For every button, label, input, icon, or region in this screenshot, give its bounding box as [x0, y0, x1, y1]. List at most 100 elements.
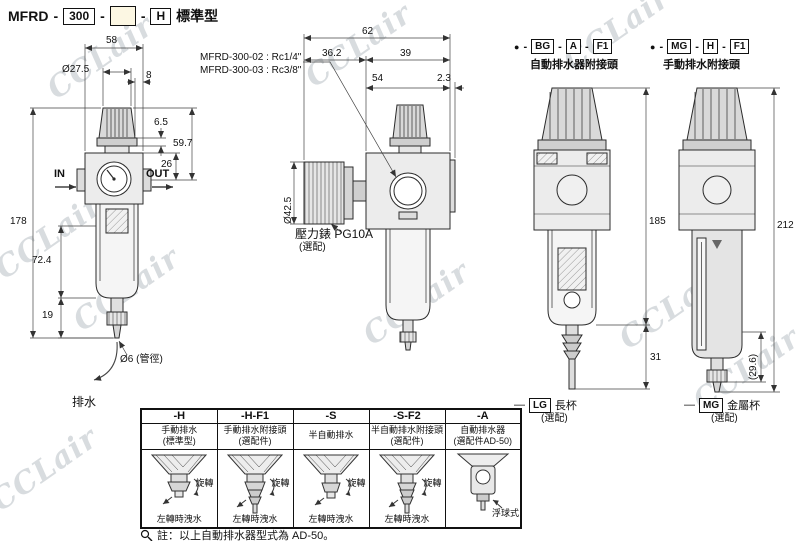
code-box: F1 — [729, 39, 750, 54]
code-box: A — [565, 39, 582, 54]
dim-label: 31 — [650, 352, 662, 363]
table-desc-row: 手動排水 (標準型) 手動排水附接頭 (選配件) 半自動排水 半自動排水附接頭 … — [140, 422, 522, 450]
dim-label: 178 — [10, 216, 27, 227]
separator: - — [100, 8, 105, 24]
semi-auto-drain-fitting-drawing — [378, 454, 435, 513]
variant-mg-option: — MG 金屬杯 — [684, 397, 760, 413]
dim-label: 62 — [362, 26, 374, 37]
separator: - — [523, 40, 528, 53]
option-desc-cell: 自動排水器 (選配件AD-50) — [444, 422, 522, 450]
side-view-dimensions — [290, 34, 464, 234]
drain-drawing-cell: 浮球式 — [444, 448, 522, 528]
option-desc: 半自動排水附接頭 — [370, 424, 443, 435]
dim-label: Ø6 (管徑) — [120, 354, 163, 365]
variant-mg-dimensions — [719, 87, 780, 393]
dim-label: 185 — [649, 216, 666, 227]
port-thread-note: MFRD-300-02 : Rc1/4" — [200, 52, 302, 63]
dim-label: 6.5 — [154, 117, 168, 128]
dim-label: 39 — [400, 48, 412, 59]
dim-label: 72.4 — [32, 255, 52, 266]
code-box: F1 — [592, 39, 613, 54]
option-label: 金屬杯 — [727, 400, 761, 412]
bullet-icon: ● — [650, 41, 656, 52]
side-view-unit — [303, 104, 456, 351]
option-desc: 手動排水附接頭 — [223, 424, 287, 435]
column-header: -H — [140, 408, 218, 424]
in-port-label: IN — [54, 168, 65, 180]
rotate-label: 旋轉 — [195, 477, 214, 488]
separator: - — [659, 40, 664, 53]
gauge-note-option: (選配) — [299, 242, 326, 253]
model-name: MFRD — [8, 8, 49, 24]
front-view-dimensions — [30, 44, 197, 381]
separator: - — [53, 8, 59, 24]
variant-bg-code: ● - BG - A - F1 — [514, 39, 613, 54]
drain-caption: 左轉時洩水 — [156, 513, 202, 524]
drain-drawing-cell: 旋轉 左轉時洩水 — [292, 448, 370, 528]
front-view-unit — [76, 107, 152, 339]
variant-mg-unit — [678, 87, 756, 393]
dim-label: Ø42.5 — [283, 196, 294, 224]
variant-bg-subtitle: 自動排水器附接頭 — [530, 59, 618, 71]
type-code-box: H — [150, 7, 172, 25]
rotate-label: 旋轉 — [347, 477, 366, 488]
option-label: 長杯 — [554, 400, 577, 412]
separator: - — [695, 40, 699, 53]
semi-auto-drain-drawing — [302, 454, 359, 505]
auto-drain-drawing — [456, 453, 509, 510]
variant-mg-subtitle: 手動排水附接頭 — [663, 59, 740, 71]
manual-drain-fitting-drawing — [226, 454, 283, 513]
column-header: -S-F2 — [368, 408, 446, 424]
drain-options-table: -H -H-F1 -S -S-F2 -A 手動排水 (標準型) 手動排水附接頭 … — [140, 408, 522, 529]
option-code-box: LG — [529, 397, 551, 413]
table-header-row: -H -H-F1 -S -S-F2 -A — [140, 408, 522, 424]
rotate-label: 旋轉 — [271, 477, 290, 488]
separator: - — [722, 40, 726, 53]
option-desc-note: (選配件) — [238, 436, 272, 446]
rotate-label: 旋轉 — [423, 477, 442, 488]
bullet-icon: ● — [514, 41, 520, 52]
code-box: MG — [667, 39, 692, 54]
separator: - — [558, 40, 562, 53]
option-desc: 手動排水 — [161, 424, 198, 435]
option-desc-cell: 半自動排水 — [292, 422, 370, 450]
option-desc-cell: 手動排水附接頭 (選配件) — [216, 422, 294, 450]
option-desc-cell: 半自動排水附接頭 (選配件) — [368, 422, 446, 450]
column-header: -H-F1 — [216, 408, 294, 424]
size-code-box: 300 — [63, 7, 96, 25]
option-desc: 半自動排水 — [308, 430, 354, 441]
footnote: 註：以上自動排水器型式為 AD-50。 — [140, 527, 334, 541]
variant-bg-dimensions — [575, 87, 650, 390]
option-desc-note: (標準型) — [162, 436, 196, 446]
option-note: (選配) — [711, 413, 738, 424]
dim-label: 36.2 — [322, 48, 342, 59]
drain-caption: 左轉時洩水 — [232, 513, 278, 524]
dim-label: 2.3 — [437, 73, 451, 84]
port-thread-note: MFRD-300-03 : Rc3/8" — [200, 65, 302, 76]
note-icon — [140, 529, 153, 541]
drain-caption: 左轉時洩水 — [308, 513, 354, 524]
dim-label: 26 — [161, 159, 173, 170]
variant-mg-code: ● - MG - H - F1 — [650, 39, 750, 54]
option-desc-cell: 手動排水 (標準型) — [140, 422, 218, 450]
dim-label: 8 — [146, 70, 152, 81]
variant-bg-option: — LG 長杯 — [514, 397, 577, 413]
dim-label: 59.7 — [173, 138, 193, 149]
dim-label: 54 — [372, 73, 384, 84]
code-box: H — [702, 39, 719, 54]
dim-label: (29.6) — [748, 353, 759, 380]
column-header: -A — [444, 408, 522, 424]
code-box: BG — [531, 39, 555, 54]
drain-drawing-cell: 旋轉 左轉時洩水 — [216, 448, 294, 528]
option-desc-note: (選配件) — [390, 436, 424, 446]
option-code-box — [109, 6, 136, 26]
dim-label: 58 — [106, 35, 118, 46]
drain-caption: 浮球式 — [491, 507, 519, 518]
option-desc-note: (選配件AD-50) — [453, 436, 512, 446]
type-label: 標準型 — [176, 8, 219, 24]
variant-bg-unit — [533, 87, 611, 390]
dim-label: Ø27.5 — [62, 64, 90, 75]
model-designation: MFRD - 300 - - H 標準型 — [8, 6, 218, 26]
